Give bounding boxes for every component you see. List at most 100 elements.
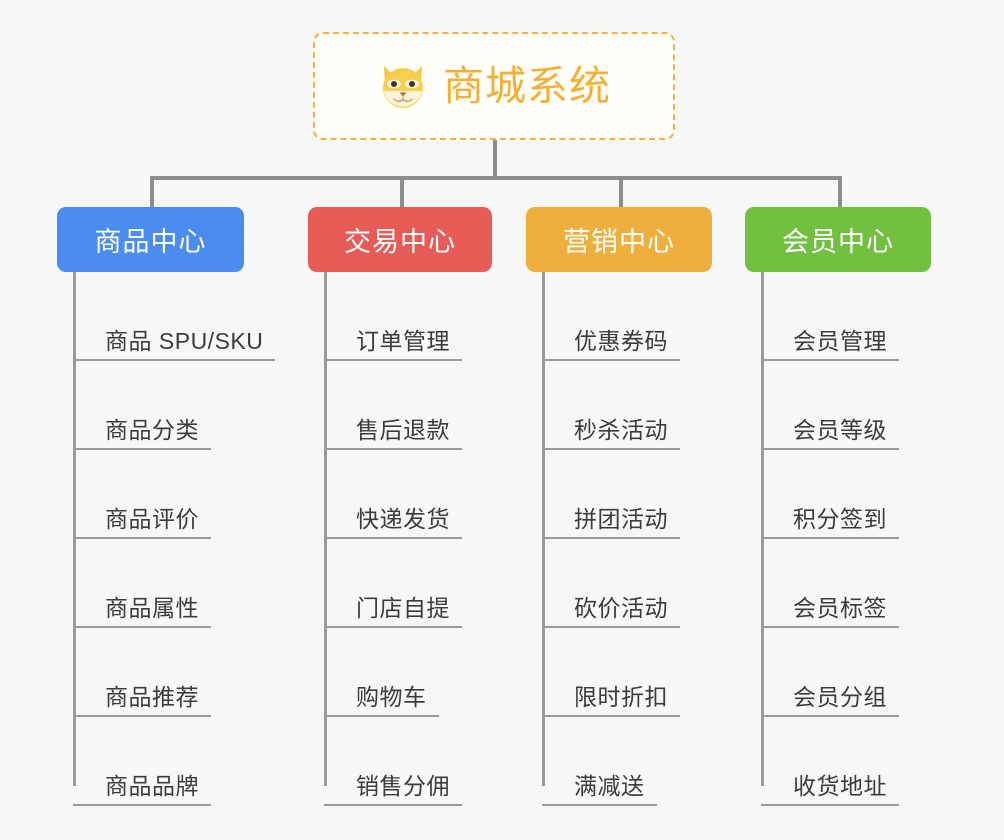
root-title: 商城系统	[443, 62, 611, 109]
leaf-item[interactable]: 拼团活动	[542, 450, 712, 539]
shiba-dog-emoji-icon	[377, 60, 429, 112]
leaf-item-underline	[324, 537, 462, 539]
branch-column: 交易中心订单管理售后退款快递发货门店自提购物车销售分佣	[308, 207, 492, 806]
branch-header-label: 会员中心	[782, 227, 894, 257]
leaf-item-underline	[73, 804, 211, 806]
branch-leaf-list: 商品 SPU/SKU 商品分类商品评价商品属性商品推荐商品品牌	[73, 272, 275, 806]
leaf-item[interactable]: 收货地址	[761, 717, 931, 806]
leaf-item[interactable]: 商品推荐	[73, 628, 244, 717]
leaf-item-underline	[73, 537, 211, 539]
leaf-item[interactable]: 砍价活动	[542, 539, 712, 628]
branch-header[interactable]: 交易中心	[308, 207, 492, 272]
leaf-item-label: 购物车	[356, 683, 427, 710]
branch-header-label: 交易中心	[344, 227, 456, 257]
leaf-item-label: 满减送	[574, 772, 645, 799]
leaf-item-label: 销售分佣	[356, 772, 450, 799]
leaf-item-underline	[542, 537, 680, 539]
leaf-item-underline	[542, 448, 680, 450]
trunk-horizontal-connector	[150, 176, 838, 180]
branch-header-label: 营销中心	[563, 227, 675, 257]
leaf-item-underline	[761, 537, 899, 539]
leaf-item-underline	[324, 804, 462, 806]
branch-drop-connector	[619, 176, 623, 208]
leaf-item-label: 订单管理	[356, 327, 450, 354]
leaf-item[interactable]: 商品分类	[73, 361, 244, 450]
leaf-item-label: 售后退款	[356, 416, 450, 443]
leaf-item-underline	[542, 715, 680, 717]
branch-column: 会员中心会员管理会员等级积分签到会员标签会员分组收货地址	[745, 207, 931, 806]
branch-header[interactable]: 会员中心	[745, 207, 931, 272]
leaf-item[interactable]: 商品属性	[73, 539, 244, 628]
leaf-item-underline	[542, 804, 657, 806]
leaf-item[interactable]: 积分签到	[761, 450, 931, 539]
leaf-item-underline	[324, 715, 439, 717]
leaf-item-label: 砍价活动	[574, 594, 668, 621]
leaf-item-label: 限时折扣	[574, 683, 668, 710]
leaf-item-underline	[73, 448, 211, 450]
leaf-item-underline	[324, 448, 462, 450]
leaf-item[interactable]: 商品 SPU/SKU	[73, 272, 275, 361]
leaf-item-label: 秒杀活动	[574, 416, 668, 443]
leaf-item[interactable]: 快递发货	[324, 450, 492, 539]
leaf-item-label: 快递发货	[356, 505, 450, 532]
root-node[interactable]: 商城系统	[313, 32, 675, 140]
leaf-item[interactable]: 满减送	[542, 717, 712, 806]
leaf-item-label: 商品评价	[105, 505, 199, 532]
leaf-item[interactable]: 门店自提	[324, 539, 492, 628]
leaf-item-underline	[761, 626, 899, 628]
leaf-item-label: 商品属性	[105, 594, 199, 621]
leaf-item-underline	[761, 359, 899, 361]
branch-spine-connector	[324, 272, 327, 786]
branch-column: 商品中心商品 SPU/SKU 商品分类商品评价商品属性商品推荐商品品牌	[57, 207, 275, 806]
leaf-item[interactable]: 秒杀活动	[542, 361, 712, 450]
leaf-item[interactable]: 会员等级	[761, 361, 931, 450]
branch-drop-connector	[150, 176, 154, 208]
leaf-item-underline	[73, 626, 211, 628]
leaf-item-underline	[761, 448, 899, 450]
branch-spine-connector	[761, 272, 764, 786]
leaf-item[interactable]: 订单管理	[324, 272, 492, 361]
leaf-item-label: 会员分组	[793, 683, 887, 710]
branch-header[interactable]: 营销中心	[526, 207, 712, 272]
leaf-item[interactable]: 会员标签	[761, 539, 931, 628]
leaf-item[interactable]: 限时折扣	[542, 628, 712, 717]
leaf-item[interactable]: 购物车	[324, 628, 492, 717]
leaf-item-label: 收货地址	[793, 772, 887, 799]
leaf-item-underline	[542, 359, 680, 361]
branch-spine-connector	[73, 272, 76, 786]
branch-header-label: 商品中心	[94, 227, 207, 257]
leaf-item-label: 会员管理	[793, 327, 887, 354]
leaf-item-label: 优惠券码	[574, 327, 668, 354]
leaf-item-label: 商品品牌	[105, 772, 199, 799]
leaf-item-label: 门店自提	[356, 594, 450, 621]
trunk-stem-connector	[493, 140, 497, 180]
leaf-item-label: 会员标签	[793, 594, 887, 621]
leaf-item-underline	[542, 626, 680, 628]
leaf-item-underline	[761, 804, 899, 806]
branch-header[interactable]: 商品中心	[57, 207, 244, 272]
branch-spine-connector	[542, 272, 545, 786]
leaf-item-label: 商品推荐	[105, 683, 199, 710]
leaf-item[interactable]: 优惠券码	[542, 272, 712, 361]
leaf-item-label: 拼团活动	[574, 505, 668, 532]
leaf-item-underline	[761, 715, 899, 717]
leaf-item-label: 商品 SPU/SKU	[105, 327, 264, 354]
leaf-item-underline	[73, 359, 275, 361]
leaf-item-underline	[324, 359, 462, 361]
leaf-item-underline	[324, 626, 462, 628]
leaf-item[interactable]: 会员分组	[761, 628, 931, 717]
leaf-item[interactable]: 会员管理	[761, 272, 931, 361]
leaf-item[interactable]: 商品品牌	[73, 717, 244, 806]
leaf-item-underline	[73, 715, 211, 717]
leaf-item[interactable]: 商品评价	[73, 450, 244, 539]
leaf-item[interactable]: 销售分佣	[324, 717, 492, 806]
leaf-item-label: 会员等级	[793, 416, 887, 443]
leaf-item-label: 积分签到	[793, 505, 887, 532]
branch-column: 营销中心优惠券码秒杀活动拼团活动砍价活动限时折扣满减送	[526, 207, 712, 806]
branch-drop-connector	[400, 176, 404, 208]
leaf-item-label: 商品分类	[105, 416, 199, 443]
branch-leaf-list: 订单管理售后退款快递发货门店自提购物车销售分佣	[324, 272, 492, 806]
branch-drop-connector	[838, 176, 842, 208]
leaf-item[interactable]: 售后退款	[324, 361, 492, 450]
